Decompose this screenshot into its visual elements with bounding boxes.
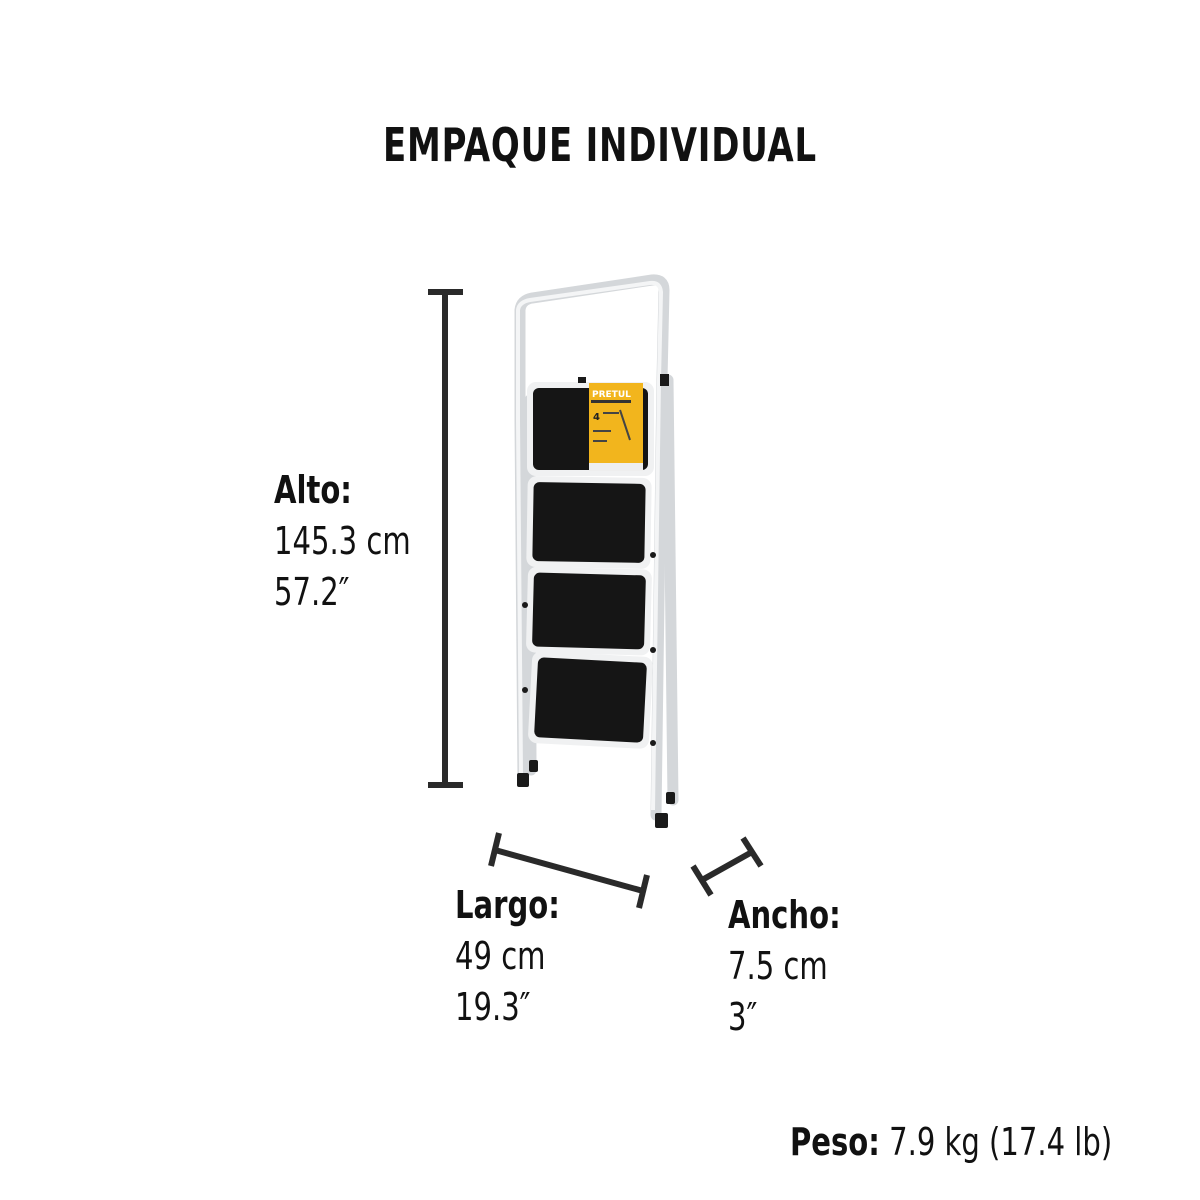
svg-text:PRETUL: PRETUL (592, 390, 631, 400)
length-dimension-line (488, 832, 650, 909)
product-label: PRETUL 4 (589, 383, 643, 471)
height-imperial: 57.2″ (274, 570, 350, 614)
width-dimension-line (690, 836, 764, 897)
width-imperial: 3″ (728, 995, 758, 1039)
height-info: Alto: 145.3 cm 57.2″ (274, 465, 435, 618)
weight-value: 7.9 kg (17.4 lb) (889, 1120, 1113, 1164)
weight-label: Peso: (790, 1120, 880, 1164)
length-info: Largo: 49 cm 19.3″ (455, 880, 578, 1033)
width-info: Ancho: 7.5 cm 3″ (728, 890, 861, 1043)
height-dimension-line (428, 289, 463, 788)
length-metric: 49 cm (455, 934, 546, 978)
weight-info: Peso: 7.9 kg (17.4 lb) (790, 1120, 1169, 1164)
height-metric: 145.3 cm (274, 519, 411, 563)
width-metric: 7.5 cm (728, 944, 828, 988)
height-label: Alto: (274, 468, 352, 512)
width-label: Ancho: (728, 893, 841, 937)
length-label: Largo: (455, 883, 560, 927)
svg-text:4: 4 (593, 412, 600, 423)
page-title: EMPAQUE INDIVIDUAL (383, 118, 817, 172)
length-imperial: 19.3″ (455, 985, 531, 1029)
